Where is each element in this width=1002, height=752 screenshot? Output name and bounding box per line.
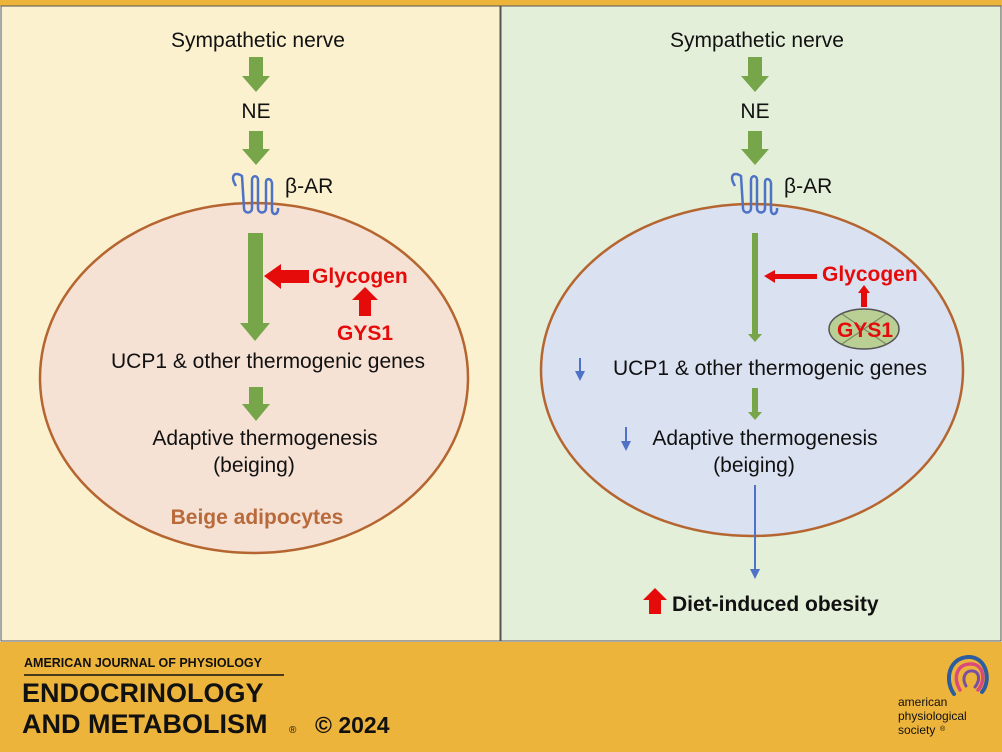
- right-adaptive-line2: (beiging): [713, 454, 795, 477]
- right-receptor-icon: [730, 172, 779, 216]
- footer-registered: ®: [289, 725, 297, 736]
- right-arrow-main-thin: [748, 233, 762, 342]
- right-arrow-nerve-ne: [741, 57, 769, 92]
- footer-journal-line1: ENDOCRINOLOGY: [22, 678, 264, 708]
- footer-society-line3: society: [898, 723, 935, 737]
- right-arrow-ne-receptor: [741, 131, 769, 165]
- left-adaptive-line2: (beiging): [213, 454, 295, 477]
- right-beta-ar: β-AR: [784, 175, 832, 198]
- right-obesity-up-arrow: [643, 588, 667, 614]
- footer-journal-line2: AND METABOLISM: [22, 709, 267, 739]
- society-logo-icon: [947, 655, 989, 696]
- left-glycogen: Glycogen: [312, 265, 408, 288]
- top-strip: [0, 0, 1002, 6]
- footer-journal-top: AMERICAN JOURNAL OF PHYSIOLOGY: [24, 656, 263, 670]
- left-glycogen-arrow: [264, 264, 309, 289]
- right-gys1-arrow: [858, 285, 870, 307]
- left-diagram: Sympathetic nerve NE β-AR Glycogen GYS1 …: [38, 29, 470, 555]
- left-arrow-genes-thermogenesis: [242, 387, 270, 421]
- right-diagram: Sympathetic nerve NE β-AR Glycogen GYS1 …: [539, 29, 965, 616]
- left-beta-ar: β-AR: [285, 175, 333, 198]
- footer-society-mark: ®: [940, 725, 946, 733]
- left-sympathetic-nerve: Sympathetic nerve: [171, 29, 345, 52]
- footer-copyright: © 2024: [315, 712, 390, 738]
- footer-society-line1: american: [898, 695, 947, 709]
- right-arrow-genes-thin: [748, 388, 762, 420]
- right-adaptive-line1: Adaptive thermogenesis: [652, 427, 877, 450]
- left-cell-label: Beige adipocytes: [171, 506, 344, 529]
- footer-bar: [0, 642, 1002, 752]
- right-ucp1-genes: UCP1 & other thermogenic genes: [613, 357, 927, 380]
- footer-society-line2: physiological: [898, 709, 967, 723]
- right-ne: NE: [740, 100, 769, 123]
- left-arrow-nerve-ne: [242, 57, 270, 92]
- right-outcome: Diet-induced obesity: [672, 593, 879, 616]
- left-ucp1-genes: UCP1 & other thermogenic genes: [111, 350, 425, 373]
- left-cell: [38, 201, 470, 555]
- left-gys1-arrow: [352, 287, 378, 316]
- left-ne: NE: [241, 100, 270, 123]
- left-arrow-main: [240, 233, 270, 341]
- left-adaptive-line1: Adaptive thermogenesis: [152, 427, 377, 450]
- left-arrow-ne-receptor: [242, 131, 270, 165]
- right-glycogen-arrow: [764, 270, 817, 283]
- right-gys1: GYS1: [837, 319, 893, 342]
- right-gys1-cross-line-2: [841, 313, 887, 345]
- left-receptor-icon: [231, 172, 280, 216]
- right-glycogen: Glycogen: [822, 263, 918, 286]
- right-sympathetic-nerve: Sympathetic nerve: [670, 29, 844, 52]
- footer: AMERICAN JOURNAL OF PHYSIOLOGY ENDOCRINO…: [0, 642, 1002, 752]
- left-gys1: GYS1: [337, 322, 393, 345]
